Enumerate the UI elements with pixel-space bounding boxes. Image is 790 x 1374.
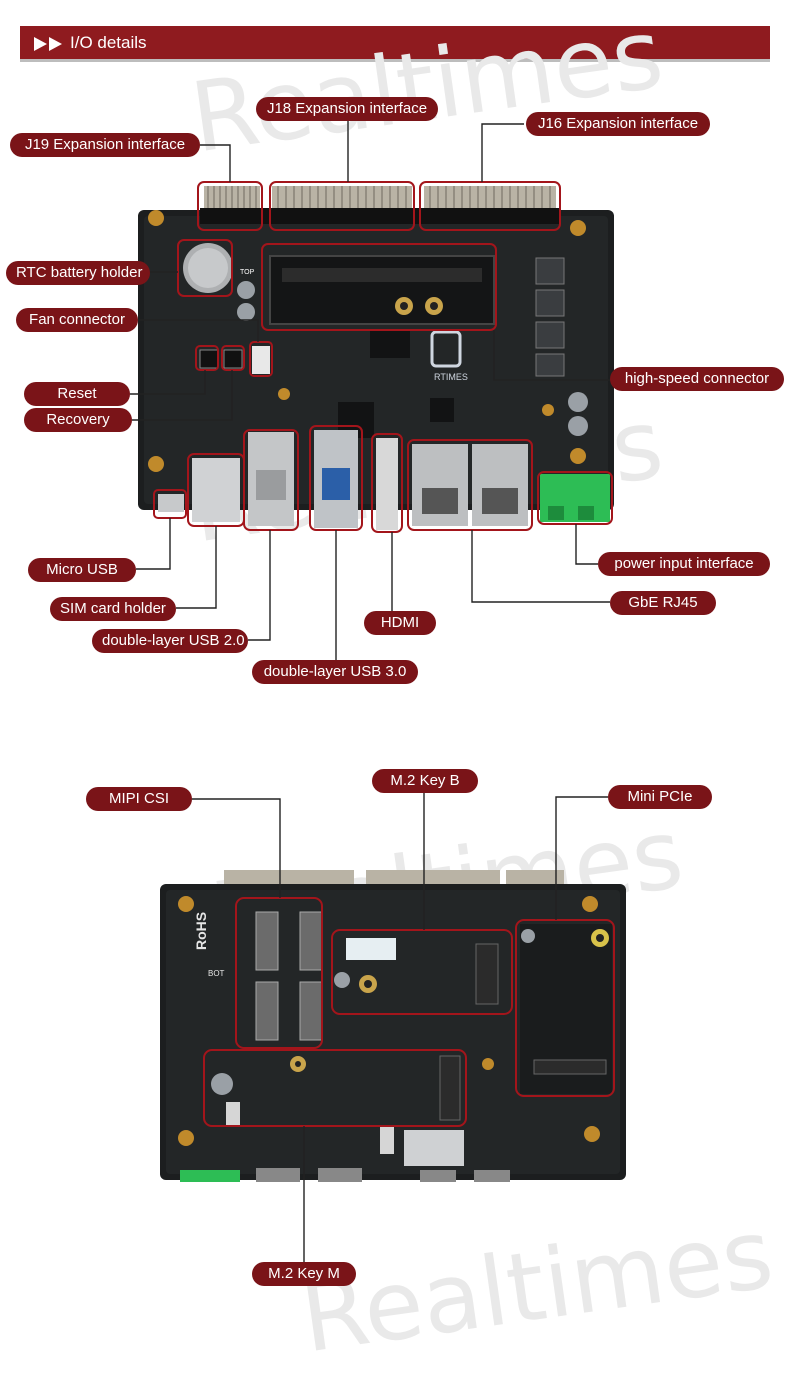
brand-mark: RTIMES <box>434 372 468 382</box>
label-mipi: MIPI CSI <box>86 787 192 811</box>
label-high-speed: high-speed connector <box>610 367 784 391</box>
callout-gbe <box>407 439 533 531</box>
label-reset: Reset <box>24 382 130 406</box>
label-usb3: double-layer USB 3.0 <box>252 660 418 684</box>
top-board-image: RTIMES TOP <box>138 181 614 533</box>
section-title: I/O details <box>70 33 147 52</box>
label-power: power input interface <box>598 552 770 576</box>
label-micro-usb: Micro USB <box>28 558 136 582</box>
section-header: I/O details <box>20 26 770 62</box>
callout-high-speed <box>261 243 497 331</box>
callout-reset <box>195 345 219 371</box>
label-j18: J18 Expansion interface <box>256 97 438 121</box>
bottom-leader-lines <box>192 792 608 1262</box>
label-usb2: double-layer USB 2.0 <box>92 629 248 653</box>
label-gbe: GbE RJ45 <box>610 591 716 615</box>
label-m2m: M.2 Key M <box>252 1262 356 1286</box>
callout-j16 <box>419 181 561 231</box>
callout-power <box>537 471 613 525</box>
label-j16: J16 Expansion interface <box>526 112 710 136</box>
label-fan: Fan connector <box>16 308 138 332</box>
callout-minipcie <box>515 919 615 1097</box>
callout-usb2 <box>243 429 299 531</box>
callout-mipi <box>235 897 323 1049</box>
top-leader-lines <box>130 120 610 660</box>
top-silk-mark: TOP <box>240 269 255 276</box>
label-j19: J19 Expansion interface <box>10 133 200 157</box>
label-minipcie: Mini PCIe <box>608 785 712 809</box>
double-arrow-icon <box>34 37 62 51</box>
bottom-board-image: RoHS BOT <box>160 870 626 1182</box>
callout-hdmi <box>371 433 403 533</box>
rohs-mark: RoHS <box>193 912 209 950</box>
bot-mark: BOT <box>208 969 225 978</box>
callout-m2m <box>203 1049 467 1127</box>
callout-fan <box>249 341 273 377</box>
callout-m2b <box>331 929 513 1015</box>
callout-j18 <box>269 181 415 231</box>
callout-rtc <box>177 239 233 297</box>
label-hdmi: HDMI <box>364 611 436 635</box>
label-m2b: M.2 Key B <box>372 769 478 793</box>
callout-recovery <box>221 345 245 371</box>
label-sim: SIM card holder <box>50 597 176 621</box>
label-recovery: Recovery <box>24 408 132 432</box>
label-rtc: RTC battery holder <box>6 261 150 285</box>
